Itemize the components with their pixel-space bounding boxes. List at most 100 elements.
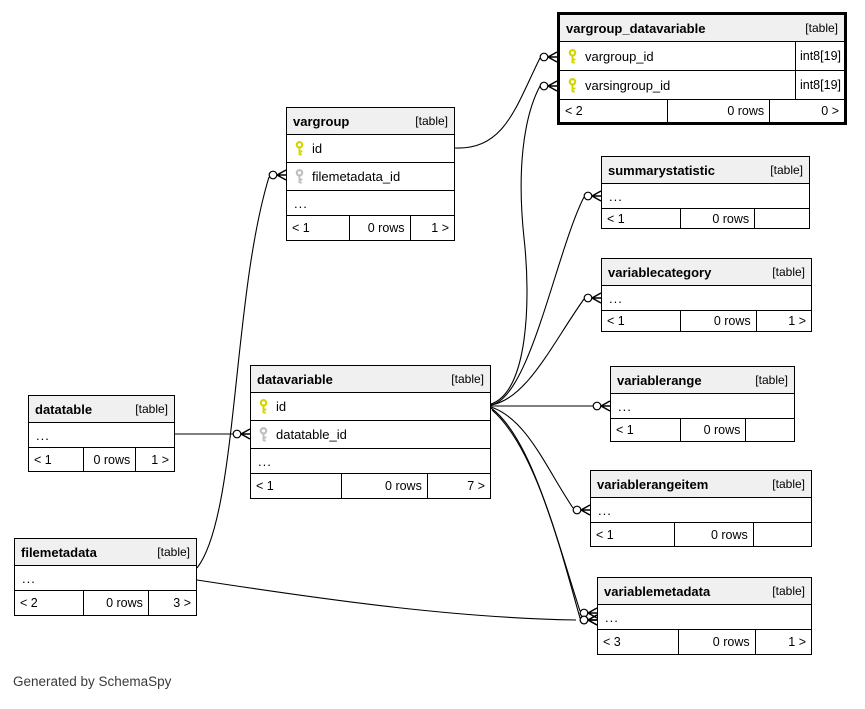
footer-row-count: 0 rows bbox=[668, 100, 771, 122]
primary-key-icon bbox=[567, 48, 578, 64]
column-name: datatable_id bbox=[276, 427, 347, 442]
table-type-tag: [table] bbox=[157, 545, 190, 559]
table-name: vargroup bbox=[293, 113, 350, 129]
zero-or-one-circle bbox=[232, 429, 242, 439]
table-name: summarystatistic bbox=[608, 162, 715, 178]
column-row: ... bbox=[287, 191, 454, 216]
table-name: filemetadata bbox=[21, 544, 97, 560]
table-header[interactable]: variablemetadata [table] bbox=[598, 578, 811, 605]
edge-datavariable-to-vargroup_datavariable bbox=[490, 85, 541, 405]
column-name: ... bbox=[609, 290, 623, 306]
footer-parent-count: < 3 bbox=[598, 630, 679, 654]
column-row: datatable_id bbox=[251, 421, 490, 449]
table-header[interactable]: datatable [table] bbox=[29, 396, 174, 423]
footer-parent-count: < 1 bbox=[287, 216, 351, 240]
column-name: ... bbox=[598, 502, 612, 518]
footer-row-count: 0 rows bbox=[681, 311, 757, 331]
table-footer: < 1 0 rows bbox=[611, 419, 794, 441]
crow-foot-arrow bbox=[587, 614, 598, 626]
column-name: varsingroup_id bbox=[585, 77, 671, 93]
zero-or-one-circle bbox=[583, 293, 593, 303]
table-type-tag: [table] bbox=[805, 21, 838, 35]
edge-filemetadata-to-variablemetadata bbox=[196, 579, 577, 621]
foreign-key-icon bbox=[294, 169, 305, 184]
edge-vargroup-to-vargroup_datavariable bbox=[454, 57, 541, 149]
primary-key-icon bbox=[294, 141, 305, 156]
column-row: ... bbox=[591, 498, 811, 523]
column-name: id bbox=[312, 141, 323, 156]
column-name: ... bbox=[609, 188, 623, 204]
footer-child-count: 1 > bbox=[788, 314, 806, 328]
column-name: ... bbox=[605, 609, 619, 625]
crow-foot-arrow bbox=[587, 607, 598, 619]
table-vargroup_datavariable[interactable]: vargroup_datavariable [table] vargroup_i… bbox=[557, 12, 847, 125]
edge-datavariable-to-variablecategory bbox=[490, 298, 585, 406]
footer-parent-count: < 1 bbox=[29, 448, 85, 471]
column-name: ... bbox=[22, 570, 36, 586]
column-name: filemetadata_id bbox=[312, 169, 401, 184]
footer-row-count: 0 rows bbox=[342, 474, 428, 498]
footer-child-count: 1 > bbox=[431, 221, 449, 235]
table-variablerange[interactable]: variablerange [table] ... < 1 0 rows bbox=[610, 366, 795, 442]
table-header[interactable]: vargroup_datavariable [table] bbox=[560, 15, 844, 42]
table-header[interactable]: datavariable [table] bbox=[251, 366, 490, 393]
column-row: ... bbox=[611, 394, 794, 419]
footer-child-count: 7 > bbox=[467, 479, 485, 493]
primary-key-icon bbox=[567, 77, 578, 93]
zero-or-one-circle bbox=[583, 191, 593, 201]
column-name: ... bbox=[618, 398, 632, 414]
table-name: variablerange bbox=[617, 372, 702, 388]
column-type: int8[19] bbox=[794, 71, 844, 99]
primary-key-icon bbox=[258, 399, 269, 414]
table-footer: < 1 0 rows bbox=[602, 209, 809, 229]
column-row: id bbox=[287, 135, 454, 163]
edge-filemetadata-to-vargroup bbox=[196, 176, 270, 569]
table-filemetadata[interactable]: filemetadata [table] ... < 2 0 rows 3 > bbox=[14, 538, 197, 616]
table-name: variablemetadata bbox=[604, 583, 711, 599]
column-name: vargroup_id bbox=[585, 48, 654, 64]
table-name: vargroup_datavariable bbox=[566, 20, 706, 36]
table-variablecategory[interactable]: variablecategory [table] ... < 1 0 rows … bbox=[601, 258, 812, 332]
column-name: id bbox=[276, 399, 287, 414]
footer-child-count: 0 > bbox=[821, 104, 839, 118]
schemaspy-credit: Generated by SchemaSpy bbox=[13, 674, 172, 689]
footer-row-count: 0 rows bbox=[350, 216, 411, 240]
table-variablemetadata[interactable]: variablemetadata [table] ... < 3 0 rows … bbox=[597, 577, 812, 655]
footer-row-count: 0 rows bbox=[675, 523, 754, 546]
table-header[interactable]: variablerange [table] bbox=[611, 367, 794, 394]
column-row: filemetadata_id bbox=[287, 163, 454, 191]
table-header[interactable]: variablerangeitem [table] bbox=[591, 471, 811, 498]
table-name: variablerangeitem bbox=[597, 476, 709, 492]
footer-parent-count: < 1 bbox=[602, 311, 682, 331]
zero-or-one-circle bbox=[579, 615, 589, 625]
edge-datavariable-to-variablemetadata bbox=[491, 409, 581, 619]
column-row: id bbox=[251, 393, 490, 421]
table-summarystatistic[interactable]: summarystatistic [table] ... < 1 0 rows bbox=[601, 156, 810, 229]
zero-or-one-circle bbox=[572, 505, 582, 515]
table-footer: < 1 0 rows 1 > bbox=[29, 448, 174, 471]
column-name: ... bbox=[258, 453, 272, 469]
table-footer: < 1 0 rows bbox=[591, 523, 811, 546]
table-header[interactable]: variablecategory [table] bbox=[602, 259, 811, 286]
column-row: ... bbox=[15, 566, 196, 591]
table-header[interactable]: vargroup [table] bbox=[287, 108, 454, 135]
foreign-key-icon bbox=[258, 427, 269, 442]
table-name: variablecategory bbox=[608, 264, 712, 280]
crow-foot-arrow bbox=[580, 504, 591, 516]
table-header[interactable]: summarystatistic [table] bbox=[602, 157, 809, 184]
table-footer: < 3 0 rows 1 > bbox=[598, 630, 811, 654]
table-vargroup[interactable]: vargroup [table] id filemetadata_id... < … bbox=[286, 107, 455, 241]
column-row: ... bbox=[602, 286, 811, 311]
table-type-tag: [table] bbox=[770, 163, 803, 177]
table-type-tag: [table] bbox=[772, 477, 805, 491]
zero-or-one-circle bbox=[539, 81, 549, 91]
table-header[interactable]: filemetadata [table] bbox=[15, 539, 196, 566]
table-footer: < 1 0 rows 1 > bbox=[287, 216, 454, 240]
table-datatable[interactable]: datatable [table] ... < 1 0 rows 1 > bbox=[28, 395, 175, 472]
footer-child-count: 1 > bbox=[151, 452, 169, 467]
column-name: ... bbox=[36, 427, 50, 443]
table-variablerangeitem[interactable]: variablerangeitem [table] ... < 1 0 rows bbox=[590, 470, 812, 547]
